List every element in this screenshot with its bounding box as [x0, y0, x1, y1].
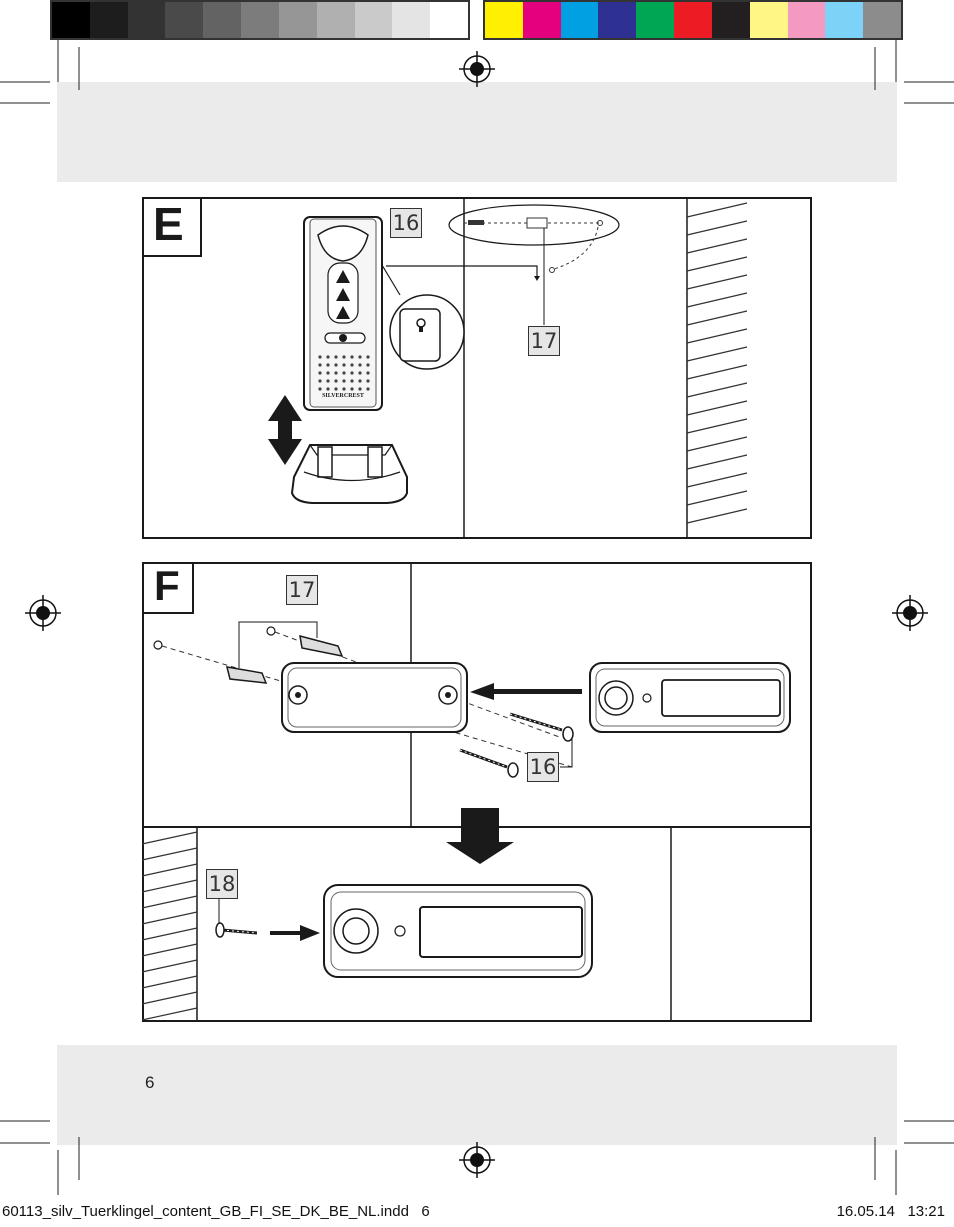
- wall-hatch-f: [141, 831, 198, 1021]
- header-band: [57, 82, 897, 182]
- receiver-unit: [303, 216, 383, 411]
- grayscale-swatch: [89, 2, 128, 38]
- bell-push-unit-mounted: [323, 884, 593, 978]
- grayscale-swatch: [52, 2, 90, 38]
- process-color-bar: [483, 0, 903, 40]
- grayscale-swatch: [392, 2, 431, 38]
- grayscale-swatch: [278, 2, 317, 38]
- grayscale-swatch: [203, 2, 242, 38]
- screws-16: [459, 712, 574, 778]
- process-swatch: [787, 2, 826, 38]
- panel-e-label: E: [153, 198, 184, 250]
- grayscale-swatch: [354, 2, 393, 38]
- page-number: 6: [145, 1073, 155, 1092]
- wall-hatch-e: [686, 197, 748, 539]
- grayscale-swatch: [165, 2, 204, 38]
- callout-16-panel-e: 16: [390, 208, 422, 238]
- grayscale-swatch: [430, 2, 468, 38]
- bell-push-unit-top: [589, 662, 791, 733]
- mounting-plate: [281, 662, 468, 733]
- process-swatch: [674, 2, 712, 38]
- file-slug: 60113_silv_Tuerklingel_content_GB_FI_SE_…: [2, 1203, 430, 1220]
- screw-mount-diagram: [386, 204, 620, 325]
- callout-17-panel-f: 17: [286, 575, 318, 605]
- panel-f-illustration: [141, 562, 812, 1022]
- process-swatch: [522, 2, 561, 38]
- callout-16-panel-f: 16: [527, 752, 559, 782]
- panel-f-label: F: [154, 562, 180, 609]
- screw-18: [215, 899, 320, 941]
- panel-e-corner-tab: [142, 197, 202, 257]
- callout-17-panel-e: 17: [528, 326, 560, 356]
- up-down-arrow: [268, 395, 302, 465]
- grayscale-swatch: [241, 2, 279, 38]
- panel-e-illustration: [268, 197, 748, 539]
- keyhole-detail-bubble: [381, 264, 465, 370]
- process-swatch: [636, 2, 675, 38]
- process-swatch: [711, 2, 750, 38]
- process-swatch: [749, 2, 788, 38]
- arrow-to-plate: [470, 683, 582, 700]
- grayscale-color-bar: [50, 0, 470, 40]
- process-swatch: [485, 2, 523, 38]
- down-arrow-big: [446, 808, 514, 864]
- grayscale-swatch: [316, 2, 355, 38]
- footer-band: [57, 1045, 897, 1145]
- registration-mark-bottom: [459, 1142, 495, 1178]
- grayscale-swatch: [127, 2, 166, 38]
- panel-e: [142, 197, 812, 539]
- panel-f-corner-tab: [142, 562, 194, 614]
- receiver-stand: [290, 444, 408, 504]
- date-slug: 16.05.14 13:21: [836, 1203, 945, 1220]
- process-swatch: [825, 2, 864, 38]
- process-swatch: [863, 2, 901, 38]
- callout-18-panel-f: 18: [206, 869, 238, 899]
- wall-dowels: [153, 621, 573, 768]
- registration-mark-top: [459, 51, 495, 87]
- process-swatch: [560, 2, 599, 38]
- registration-mark-right: [892, 595, 928, 631]
- registration-mark-left: [25, 595, 61, 631]
- receiver-brand-text: SilverCrest: [322, 393, 364, 399]
- process-swatch: [598, 2, 637, 38]
